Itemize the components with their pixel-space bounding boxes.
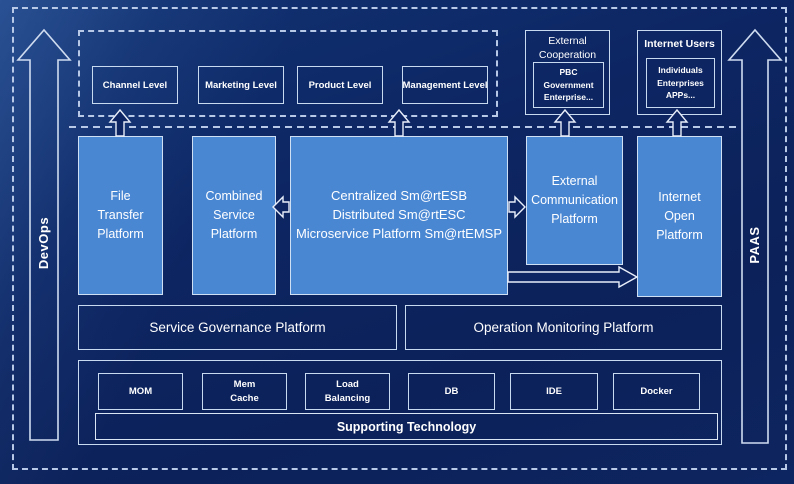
combined-service-platform-box: Combined Service Platform: [192, 136, 276, 295]
outer-dashed-border: [12, 7, 787, 470]
supporting-technology-section: [78, 360, 722, 445]
tech-box-docker: Docker: [613, 373, 700, 410]
tech-box-mem-cache: Mem Cache: [202, 373, 287, 410]
external-communication-platform-box: External Communication Platform: [526, 136, 623, 265]
tech-box-db: DB: [408, 373, 495, 410]
tech-box-mom: MOM: [98, 373, 183, 410]
esb-suite-platform-box: Centralized Sm@rtESB Distributed Sm@rtES…: [290, 136, 508, 295]
external-cooperation-box: External Cooperation PBC Government Ente…: [525, 30, 610, 115]
file-transfer-platform-box: File Transfer Platform: [78, 136, 163, 295]
internet-users-title: Internet Users: [644, 38, 715, 50]
marketing-level-box: Marketing Level: [198, 66, 284, 104]
external-cooperation-members: PBC Government Enterprise...: [533, 62, 604, 108]
tech-box-load-balancing: Load Balancing: [305, 373, 390, 410]
supporting-technology-bar: Supporting Technology: [95, 413, 718, 440]
external-cooperation-title: External Cooperation: [538, 35, 597, 61]
paas-rail-label: PAAS: [747, 226, 762, 264]
internet-open-platform-box: Internet Open Platform: [637, 136, 722, 297]
levels-dashed-group: [78, 30, 498, 117]
channel-level-box: Channel Level: [92, 66, 178, 104]
internet-users-box: Internet Users Individuals Enterprises A…: [637, 30, 722, 115]
management-level-box: Management Level: [402, 66, 488, 104]
devops-rail-label: DevOps: [36, 216, 51, 270]
tech-box-ide: IDE: [510, 373, 598, 410]
internet-users-members: Individuals Enterprises APPs...: [646, 58, 715, 108]
product-level-box: Product Level: [297, 66, 383, 104]
service-governance-platform-box: Service Governance Platform: [78, 305, 397, 350]
operation-monitoring-platform-box: Operation Monitoring Platform: [405, 305, 722, 350]
